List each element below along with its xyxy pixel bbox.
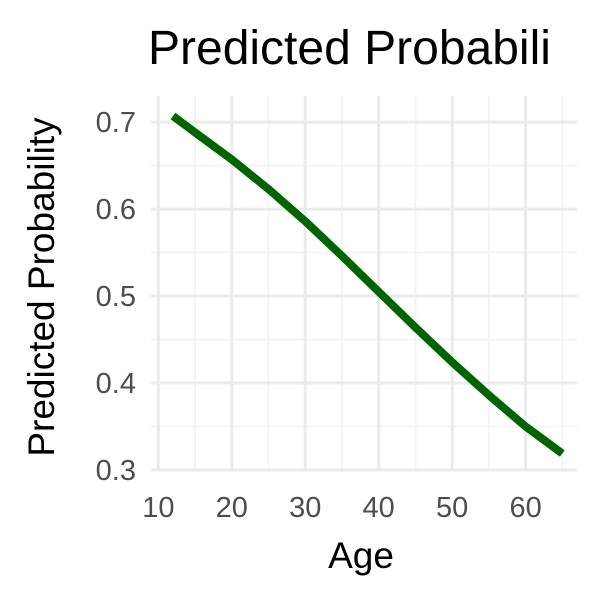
x-tick-label: 20 [216,492,248,524]
y-axis-ticks: 0.7 0.6 0.5 0.4 0.3 [96,107,136,487]
y-tick-label: 0.3 [96,455,136,487]
x-axis-ticks: 10 20 30 40 50 60 [142,492,542,524]
chart-title: Predicted Probabili [148,22,551,75]
x-axis-title: Age [328,535,394,576]
x-tick-label: 30 [289,492,321,524]
y-tick-label: 0.7 [96,107,136,139]
x-tick-label: 60 [509,492,541,524]
series-layer [170,112,565,457]
y-axis-title: Predicted Probability [21,117,62,457]
x-tick-label: 40 [363,492,395,524]
y-tick-label: 0.5 [96,281,136,313]
x-tick-label: 10 [142,492,174,524]
y-tick-label: 0.4 [96,368,136,400]
y-tick-label: 0.6 [96,194,136,226]
x-tick-label: 50 [436,492,468,524]
series-line-0 [170,112,565,457]
minor-grid [151,96,577,470]
